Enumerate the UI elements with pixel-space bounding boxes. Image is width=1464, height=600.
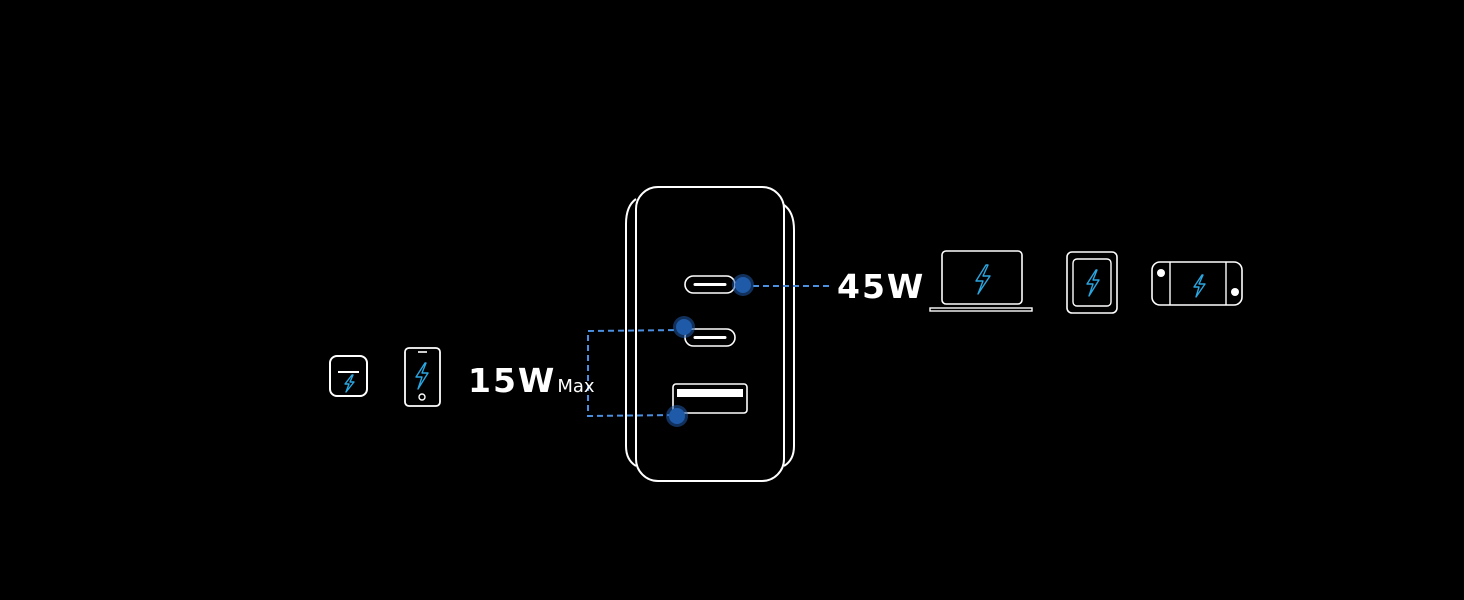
usb-c-port-top [684, 275, 736, 294]
connector-15w [587, 329, 685, 418]
low-power-suffix: Max [557, 376, 595, 397]
laptop-icon [929, 250, 1033, 312]
charger-icon [625, 186, 795, 482]
port-dot-middle [673, 316, 695, 338]
low-power-watts: 15W [468, 361, 557, 400]
handheld-console-icon [1151, 261, 1243, 306]
smartwatch-icon [329, 355, 368, 397]
port-dot-bottom [666, 405, 688, 427]
low-power-label: 15WMax [468, 364, 595, 397]
port-dot-top [732, 274, 754, 296]
high-power-label: 45W [837, 270, 925, 303]
usb-a-port [672, 383, 748, 414]
tablet-icon [1066, 251, 1118, 314]
high-power-watts: 45W [837, 267, 926, 306]
smartphone-icon [404, 347, 441, 407]
